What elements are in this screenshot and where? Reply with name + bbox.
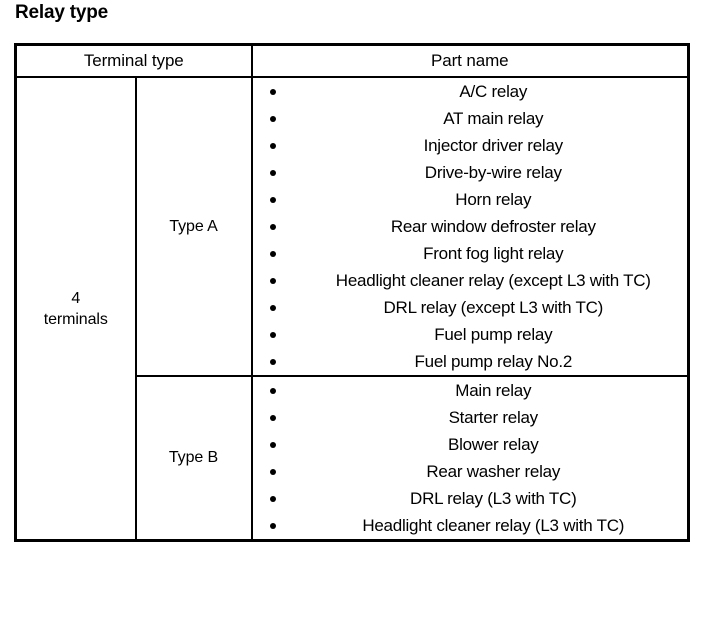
page-title: Relay type (15, 2, 109, 23)
list-item: Horn relay (253, 186, 688, 213)
bullet-icon (269, 415, 276, 421)
part-name: Rear window defroster relay (390, 217, 596, 236)
terminal-count-number: 4 (71, 289, 81, 307)
list-item: Headlight cleaner relay (L3 with TC) (253, 512, 688, 539)
bullet-icon (269, 224, 276, 230)
part-name: Front fog light relay (423, 244, 564, 263)
part-name: Fuel pump relay No.2 (414, 352, 573, 371)
bullet-icon (269, 469, 276, 475)
list-item: Main relay (253, 377, 688, 404)
list-item: DRL relay (except L3 with TC) (253, 294, 688, 321)
part-list-type-a: A/C relay AT main relay Injector driver … (253, 78, 688, 375)
part-name: Starter relay (448, 408, 539, 427)
part-name: Drive-by-wire relay (424, 163, 562, 182)
relay-type-label-a: Type A (134, 76, 253, 377)
column-header-terminal-type: Terminal type (14, 43, 253, 78)
list-item: Headlight cleaner relay (except L3 with … (253, 267, 688, 294)
part-name: Headlight cleaner relay (L3 with TC) (362, 516, 625, 535)
bullet-icon (269, 116, 276, 122)
bullet-icon (269, 496, 276, 502)
part-list-type-b: Main relay Starter relay Blower relay (253, 377, 688, 539)
part-name-cell-type-b: Main relay Starter relay Blower relay (250, 375, 690, 542)
relay-type-label-b: Type B (134, 375, 253, 542)
list-item: Starter relay (253, 404, 688, 431)
list-item: AT main relay (253, 105, 688, 132)
part-name: Horn relay (455, 190, 532, 209)
bullet-icon (269, 523, 276, 529)
list-item: DRL relay (L3 with TC) (253, 485, 688, 512)
bullet-icon (269, 332, 276, 338)
relay-type-table: Terminal type Part name 4 terminals Type… (14, 43, 691, 542)
bullet-icon (269, 143, 276, 149)
part-name: Fuel pump relay (434, 325, 553, 344)
list-item: Fuel pump relay No.2 (253, 348, 688, 375)
list-item: Drive-by-wire relay (253, 159, 688, 186)
list-item: Rear window defroster relay (253, 213, 688, 240)
terminal-count-unit: terminals (43, 310, 108, 328)
terminal-count-cell: 4 terminals (14, 76, 137, 542)
part-name: A/C relay (459, 82, 528, 101)
bullet-icon (269, 251, 276, 257)
bullet-icon (269, 388, 276, 394)
table-row-type-a: 4 terminals Type A A/C relay AT main rel… (14, 76, 690, 542)
list-item: Injector driver relay (253, 132, 688, 159)
bullet-icon (269, 197, 276, 203)
part-name: Headlight cleaner relay (except L3 with … (335, 271, 651, 290)
list-item: A/C relay (253, 78, 688, 105)
part-name: Main relay (455, 381, 532, 400)
column-header-part-name: Part name (250, 43, 690, 78)
table-row-type-b: Type B Main relay Starter relay (16, 375, 690, 542)
bullet-icon (269, 359, 276, 365)
bullet-icon (269, 442, 276, 448)
part-name: AT main relay (443, 109, 544, 128)
bullet-icon (269, 305, 276, 311)
list-item: Rear washer relay (253, 458, 688, 485)
bullet-icon (269, 170, 276, 176)
header-row: Terminal type Part name (14, 43, 690, 78)
bullet-icon (269, 278, 276, 284)
part-name: Blower relay (447, 435, 539, 454)
table-header: Terminal type Part name (14, 43, 690, 78)
part-name: DRL relay (L3 with TC) (410, 489, 577, 508)
list-item: Front fog light relay (253, 240, 688, 267)
bullet-icon (269, 89, 276, 95)
list-item: Fuel pump relay (253, 321, 688, 348)
list-item: Blower relay (253, 431, 688, 458)
part-name: Injector driver relay (423, 136, 564, 155)
part-name-cell-type-a: A/C relay AT main relay Injector driver … (250, 76, 690, 377)
table-body: 4 terminals Type A A/C relay AT main rel… (14, 76, 690, 542)
part-name: DRL relay (except L3 with TC) (383, 298, 604, 317)
part-name: Rear washer relay (426, 462, 561, 481)
